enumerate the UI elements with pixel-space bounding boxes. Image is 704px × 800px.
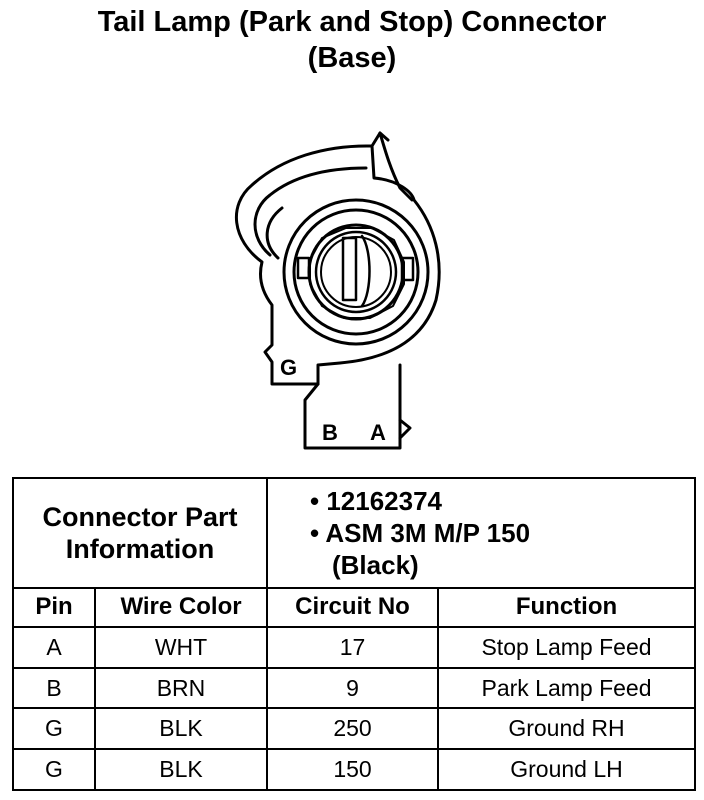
header-wire-color: Wire Color (94, 587, 268, 628)
housing-outline (234, 144, 441, 386)
pin-label-b: B (322, 420, 338, 445)
header-function: Function (437, 587, 696, 628)
pin-label-g: G (280, 355, 297, 380)
header-pin: Pin (12, 587, 96, 628)
title-line-2: (Base) (307, 42, 397, 74)
connector-part-label: Connector Part Information (12, 476, 268, 590)
left-latch (296, 256, 311, 280)
table-row: B BRN 9 Park Lamp Feed (12, 666, 696, 710)
part-description: • ASM 3M M/P 150 (310, 518, 531, 549)
part-color: (Black) (332, 550, 419, 581)
table-row: G BLK 250 Ground RH (12, 707, 696, 751)
connector-diagram: G B A (234, 131, 441, 450)
table-row: A WHT 17 Stop Lamp Feed (12, 625, 696, 669)
connector-info-table: Connector Part Information • 12162374 • … (12, 476, 696, 791)
right-latch (400, 256, 415, 282)
socket-outer-ring (282, 198, 430, 346)
table-header-row: Pin Wire Color Circuit No Function (12, 587, 696, 628)
table-row: G BLK 150 Ground LH (12, 748, 696, 791)
title-line-1: Tail Lamp (Park and Stop) Connector (97, 6, 607, 38)
page-title: Tail Lamp (Park and Stop) Connector (Bas… (0, 4, 704, 76)
pin-label-a: A (370, 420, 386, 445)
part-number-cell: • 12162374 • ASM 3M M/P 150 (Black) (266, 476, 696, 590)
part-info-row: Connector Part Information • 12162374 • … (12, 476, 696, 590)
part-number: • 12162374 (310, 486, 443, 517)
center-key (341, 236, 358, 302)
header-circuit-no: Circuit No (266, 587, 439, 628)
